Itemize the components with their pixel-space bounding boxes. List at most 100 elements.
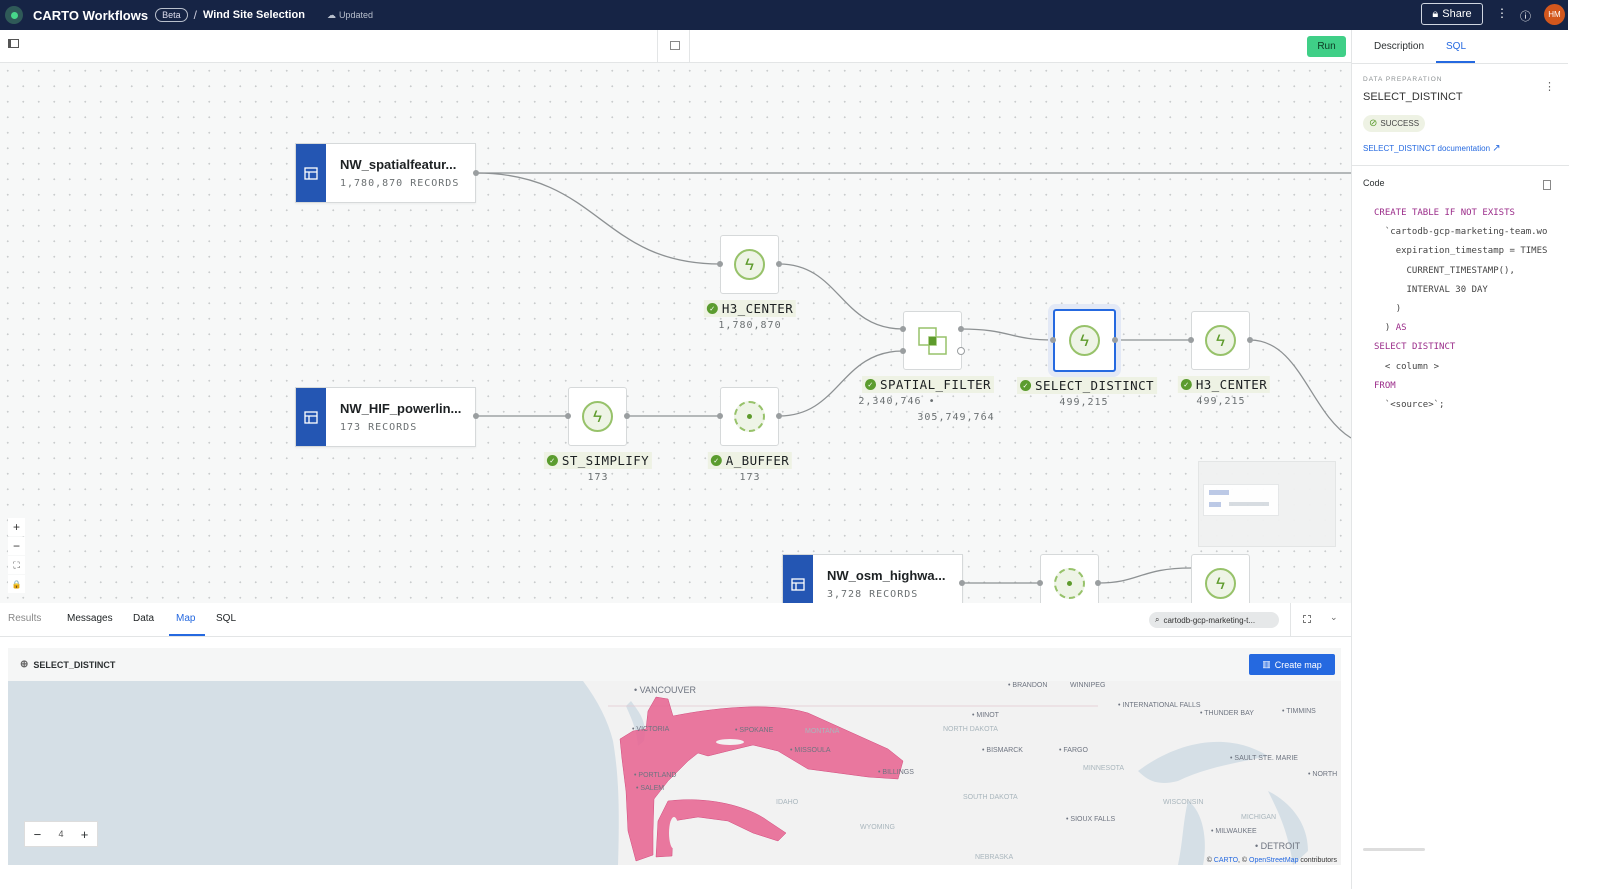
run-button[interactable]: Run xyxy=(1307,36,1346,57)
source-node-spatialfeatures[interactable]: NW_spatialfeatur...1,780,870 RECORDS xyxy=(295,143,476,203)
port[interactable] xyxy=(900,326,906,332)
chevron-down-icon[interactable]: ⌄ xyxy=(1330,612,1338,622)
scrollbar[interactable] xyxy=(1363,848,1425,851)
city-label: WINNIPEG xyxy=(1070,682,1106,689)
node-buffer-lower[interactable] xyxy=(1040,554,1099,603)
source-node-powerlines[interactable]: NW_HIF_powerlin...173 RECORDS xyxy=(295,387,476,447)
node-label: ✓SPATIAL_FILTER xyxy=(862,376,994,393)
create-map-button[interactable]: ▥Create map xyxy=(1249,654,1335,675)
source-node-highways[interactable]: NW_osm_highwa...3,728 RECORDS xyxy=(782,554,963,603)
source-records: 3,728 RECORDS xyxy=(827,589,919,600)
port[interactable] xyxy=(565,413,571,419)
attr-suffix: contributors xyxy=(1298,857,1337,864)
port[interactable] xyxy=(1188,337,1194,343)
tab-data[interactable]: Data xyxy=(133,613,155,624)
port-unconnected[interactable] xyxy=(957,347,965,355)
avatar[interactable]: HM xyxy=(1544,4,1565,25)
carto-logo-icon[interactable] xyxy=(5,6,23,24)
save-status: ☁Updated xyxy=(327,10,373,21)
city-label: • SALEM xyxy=(636,785,665,792)
city-label: • NORTH xyxy=(1308,771,1338,778)
port[interactable] xyxy=(776,413,782,419)
port[interactable] xyxy=(624,413,630,419)
node-label-text: ST_SIMPLIFY xyxy=(561,453,650,468)
node-label-text: A_BUFFER xyxy=(725,453,790,468)
map-zoom-in-button[interactable]: + xyxy=(80,826,89,842)
port[interactable] xyxy=(717,413,723,419)
port[interactable] xyxy=(1037,580,1043,586)
workflow-name[interactable]: Wind Site Selection xyxy=(202,9,305,21)
fit-view-button[interactable] xyxy=(657,30,690,62)
city-label: • VICTORIA xyxy=(632,726,670,733)
attr-prefix: © xyxy=(1206,857,1214,864)
zoom-out-button[interactable]: − xyxy=(8,537,25,555)
map-attribution: © CARTO, © OpenStreetMap contributors xyxy=(1207,857,1337,864)
node-menu-icon[interactable]: ⋮ xyxy=(1544,81,1555,93)
node-h3-center-2[interactable]: ϟ xyxy=(1191,311,1250,370)
attr-mid: , © xyxy=(1238,857,1250,864)
port[interactable] xyxy=(473,413,479,419)
port[interactable] xyxy=(717,261,723,267)
share-label: Share xyxy=(1442,8,1472,20)
node-label: ✓SELECT_DISTINCT xyxy=(1017,377,1157,394)
node-spatial-filter[interactable] xyxy=(903,311,962,370)
state-label: NEBRASKA xyxy=(975,854,1014,861)
tab-sql[interactable]: SQL xyxy=(216,613,237,624)
port[interactable] xyxy=(900,348,906,354)
workflow-canvas[interactable]: NW_spatialfeatur...1,780,870 RECORDS NW_… xyxy=(0,63,1351,603)
code-label: Code xyxy=(1363,178,1385,188)
node-label: ✓H3_CENTER xyxy=(1177,376,1271,393)
results-tabs: Results Messages Data Map SQL ⌕cartodb-g… xyxy=(0,603,1351,637)
osm-link[interactable]: OpenStreetMap xyxy=(1249,857,1299,864)
city-label: • BRANDON xyxy=(1008,682,1048,689)
node-st-simplify[interactable]: ϟ xyxy=(568,387,627,446)
minimap-viewport[interactable] xyxy=(1203,484,1279,516)
port[interactable] xyxy=(473,170,479,176)
expand-icon[interactable] xyxy=(1303,615,1311,623)
toggle-sidebar-icon[interactable] xyxy=(8,39,19,48)
port[interactable] xyxy=(958,326,964,332)
fit-view-button[interactable]: ⛶ xyxy=(8,556,25,574)
lock-button[interactable]: 🔒 xyxy=(8,575,25,593)
connection-chip[interactable]: ⌕cartodb-gcp-marketing-t... xyxy=(1149,612,1279,628)
edge xyxy=(1097,567,1192,584)
city-label: • DETROIT xyxy=(1255,841,1301,851)
code-line: ) xyxy=(1395,304,1402,315)
port[interactable] xyxy=(1050,337,1056,343)
carto-link[interactable]: CARTO xyxy=(1213,857,1239,864)
more-options-icon[interactable]: ⋮ xyxy=(1496,6,1508,20)
port[interactable] xyxy=(1095,580,1101,586)
copy-icon[interactable] xyxy=(1543,180,1551,190)
node-lower[interactable]: ϟ xyxy=(1191,554,1250,603)
share-button[interactable]: 🔒︎Share xyxy=(1421,3,1483,25)
map-zoom-control: −4+ xyxy=(24,821,98,847)
map-zoom-out-button[interactable]: − xyxy=(33,826,42,842)
sql-code[interactable]: CREATE TABLE IF NOT EXISTS `cartodb-gcp-… xyxy=(1374,204,1569,415)
node-a-buffer[interactable] xyxy=(720,387,779,446)
hex-coverage xyxy=(619,696,904,862)
tab-results[interactable]: Results xyxy=(8,613,42,624)
port[interactable] xyxy=(1247,337,1253,343)
node-select-distinct[interactable]: ϟ xyxy=(1053,309,1116,372)
tab-messages[interactable]: Messages xyxy=(67,613,113,624)
frame-icon xyxy=(670,41,680,50)
tab-description[interactable]: Description xyxy=(1374,41,1425,52)
documentation-link[interactable]: SELECT_DISTINCT documentation ↗ xyxy=(1363,143,1501,154)
minimap[interactable] xyxy=(1198,461,1336,547)
tab-map[interactable]: Map xyxy=(176,613,196,624)
tab-sql[interactable]: SQL xyxy=(1446,41,1467,52)
section-label: DATA PREPARATION xyxy=(1363,76,1443,83)
node-name: SELECT_DISTINCT xyxy=(1363,91,1463,103)
zoom-in-button[interactable]: + xyxy=(8,518,25,536)
map-view[interactable]: • VANCOUVER• VICTORIA• SPOKANE• MISSOULA… xyxy=(8,681,1341,865)
node-h3-center[interactable]: ϟ xyxy=(720,235,779,294)
help-icon[interactable]: ⓘ xyxy=(1520,11,1531,23)
port[interactable] xyxy=(1112,337,1118,343)
port[interactable] xyxy=(959,580,965,586)
layer-icon: ⊕ xyxy=(20,659,29,670)
port[interactable] xyxy=(776,261,782,267)
node-label: ✓H3_CENTER xyxy=(703,300,797,317)
node-count: 499,215 xyxy=(1196,396,1246,407)
code-line: INTERVAL 30 DAY xyxy=(1406,284,1488,295)
source-records: 1,780,870 RECORDS xyxy=(340,178,460,189)
